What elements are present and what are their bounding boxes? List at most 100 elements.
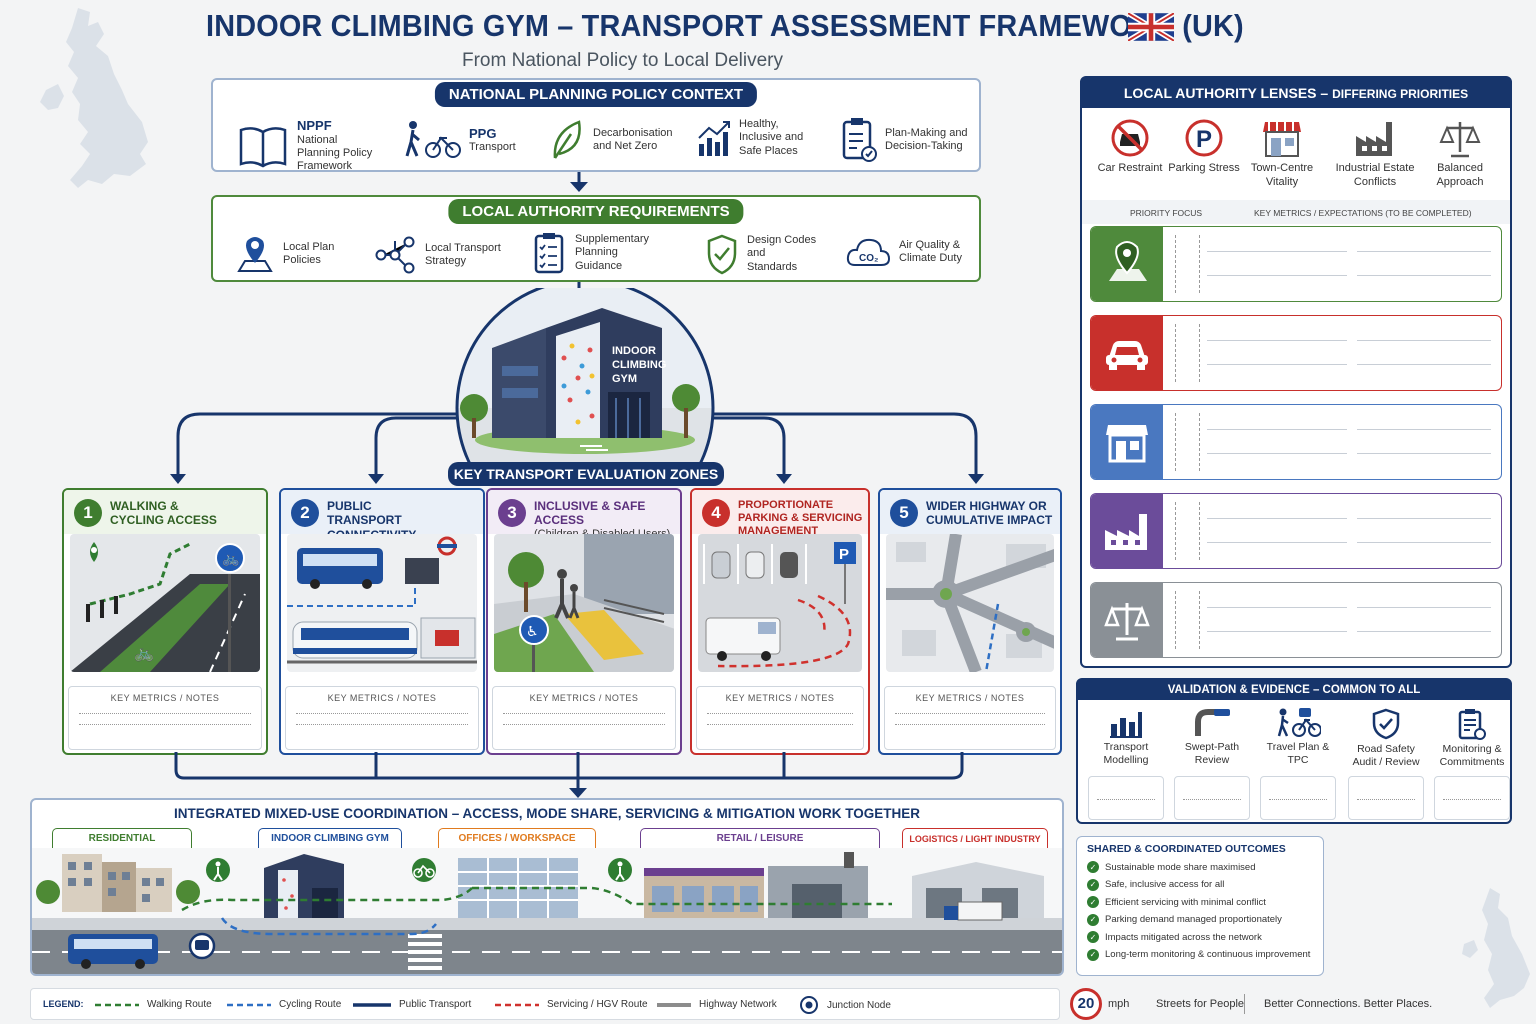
outcome-item: Efficient servicing with minimal conflic… [1087,896,1313,908]
zone-highway-impact: 5 WIDER HIGHWAY OR CUMULATIVE IMPACT KEY… [878,488,1062,755]
growth-chart-icon [698,121,730,156]
requirement-design-codes: Design Codes and Standards [705,233,817,275]
policy-item-plan-making: Plan-Making and Decision-Taking [841,116,975,164]
speed-limit-sign: 20 [1070,988,1102,1020]
zone-merge-connectors [174,752,964,798]
clipboard-icon [842,118,877,162]
legend-highway: Highway Network [657,999,777,1010]
clipboard-icon [1458,709,1486,740]
public-transport-scene [287,534,477,672]
walking-cycling-scene: 🚲 🚲 [70,534,260,672]
outcome-item: Safe, inclusive access for all [1087,879,1313,891]
svg-text:INDOOR: INDOOR [612,345,656,357]
validation-notes-box[interactable] [1434,776,1510,820]
col-priority-focus: PRIORITY FOCUS [1130,208,1203,218]
validation-swept-path: Swept-Path Review [1172,708,1252,767]
cycle-node-icon [412,858,436,882]
uk-map-silhouette [40,8,148,188]
inclusive-access-scene: ♿ [494,534,674,672]
requirement-spg: Supplementary Planning Guidance [533,231,667,275]
validation-monitoring: Monitoring & Commitments [1432,708,1512,769]
lens-industrial-estate: Industrial Estate Conflicts [1330,118,1420,190]
bar-chart-icon [1110,712,1142,738]
svg-text:♿: ♿ [526,624,539,640]
climbing-gym-hub: INDOOR CLIMBING GYM [455,288,715,474]
uk-flag-icon [1128,13,1174,41]
legend-walking: Walking Route [95,999,212,1010]
walk-cycle-icon [405,121,461,158]
walk-node-icon [608,858,632,882]
parking-icon: P [1185,119,1223,157]
lens-row-town-centre [1090,404,1502,480]
national-policy-heading: NATIONAL PLANNING POLICY CONTEXT [434,82,758,107]
shield-check-icon [1372,708,1400,740]
walk-cycle-icon [1277,708,1321,737]
speed-unit: mph [1108,998,1130,1010]
lens-row-industrial [1090,493,1502,569]
use-residential: RESIDENTIAL [52,828,192,848]
zone-inclusive-access: 3 INCLUSIVE & SAFE ACCESS(Children & Dis… [486,488,682,755]
leaf-icon [553,120,581,159]
svg-text:GYM: GYM [612,373,637,385]
no-car-icon [1111,119,1149,157]
local-requirements-heading: LOCAL AUTHORITY REQUIREMENTS [448,199,744,224]
shopfront-icon [1263,122,1301,157]
mixed-use-streetscape [32,848,1062,974]
zone-branch-connectors [170,412,984,484]
factory-icon [1105,514,1147,550]
local-authority-lenses-panel: LOCAL AUTHORITY LENSES – DIFFERING PRIOR… [1080,76,1512,668]
requirement-air-quality: CO₂ Air Quality & Climate Duty [845,233,969,271]
map-pin-icon [1109,241,1147,281]
legend-junction: Junction Node [799,995,891,1015]
svg-text:CO₂: CO₂ [859,253,878,264]
outcome-item: Impacts mitigated across the network [1087,931,1313,943]
use-retail-leisure: RETAIL / LEISURE [640,828,880,848]
requirement-local-plan: Local Plan Policies [235,233,353,275]
page-subtitle: From National Policy to Local Delivery [462,50,784,71]
policy-item-decarbonisation: Decarbonisation and Net Zero [549,118,677,162]
svg-text:🚲: 🚲 [222,551,239,567]
checklist-icon [534,233,564,274]
lens-row-local-plan [1090,226,1502,302]
walk-node-icon [206,858,230,882]
use-climbing-gym: INDOOR CLIMBING GYM [258,828,402,848]
junction-node-icon [800,996,818,1014]
validation-notes-box[interactable] [1174,776,1250,820]
svg-text:P: P [1196,126,1212,153]
lens-parking-stress: P Parking Stress [1164,118,1244,176]
validation-travel-plan: Travel Plan & TPC [1258,708,1338,767]
validation-notes-box[interactable] [1348,776,1424,820]
lens-row-balanced [1090,582,1502,658]
lens-town-centre: Town-Centre Vitality [1242,118,1322,190]
validation-evidence-panel: VALIDATION & EVIDENCE – COMMON TO ALL Tr… [1076,678,1512,824]
legend-servicing: Servicing / HGV Route [495,999,648,1010]
bus-stop-icon [188,932,216,960]
zone-parking-servicing: 4 PROPORTIONATE PARKING & SERVICING MANA… [690,488,870,755]
lenses-heading: LOCAL AUTHORITY LENSES [1123,85,1317,101]
shopfront-icon [1106,425,1148,463]
zone-public-transport: 2 PUBLIC TRANSPORT CONNECTIVITY KEY METR… [279,488,485,755]
policy-item-healthy-places: Healthy, Inclusive and Safe Places [697,118,821,158]
local-requirements-panel: LOCAL AUTHORITY REQUIREMENTS Local Plan … [211,195,981,282]
footer-tagline: Better Connections. Better Places. [1264,998,1433,1010]
svg-text:P: P [839,546,849,563]
lens-row-car [1090,315,1502,391]
validation-notes-box[interactable] [1260,776,1336,820]
validation-road-safety: Road Safety Audit / Review [1344,708,1428,769]
svg-text:CLIMBING: CLIMBING [612,359,666,371]
requirement-transport-strategy: Local Transport Strategy [375,235,505,275]
validation-transport-modelling: Transport Modelling [1086,708,1166,767]
integrated-heading: INTEGRATED MIXED-USE COORDINATION – ACCE… [173,806,921,821]
use-logistics: LOGISTICS / LIGHT INDUSTRY [902,828,1048,848]
book-icon [239,126,287,168]
col-key-metrics: KEY METRICS / EXPECTATIONS (TO BE COMPLE… [1254,208,1472,218]
factory-icon [1356,122,1392,156]
svg-text:🚲: 🚲 [134,643,154,662]
parking-servicing-scene: P [698,534,862,672]
legend-title: LEGEND: [43,999,84,1009]
scales-icon [1439,122,1481,158]
footer: 20 mph Streets for People Better Connect… [1070,988,1510,1020]
validation-notes-box[interactable] [1088,776,1164,820]
highway-impact-scene [886,534,1054,672]
